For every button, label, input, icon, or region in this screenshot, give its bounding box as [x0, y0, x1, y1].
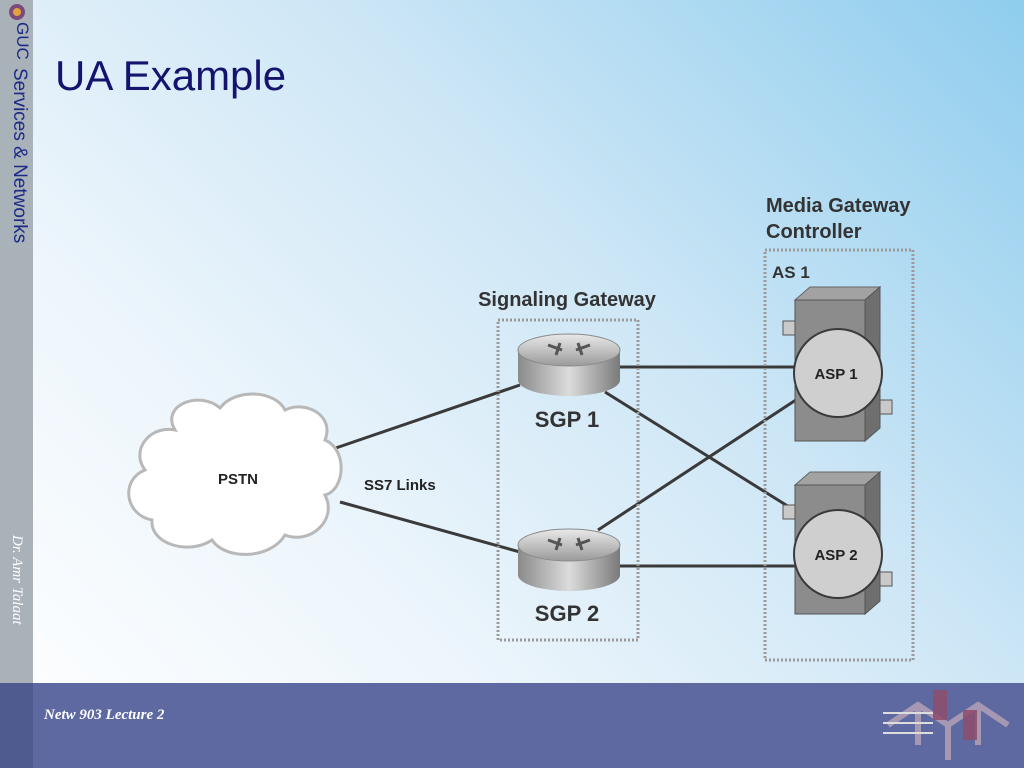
link-pstn-sgp1 — [329, 383, 521, 452]
as1-label: AS 1 — [772, 263, 810, 282]
asp2-server: ASP 2 — [782, 470, 893, 616]
sgp1-label: SGP 1 — [535, 407, 599, 432]
link-sgp2-asp1 — [597, 390, 809, 532]
footer-network-logo — [883, 690, 1010, 760]
guc-logo: GUC — [9, 4, 31, 60]
asp1-server: ASP 1 — [782, 285, 893, 443]
ss7-links-label: SS7 Links — [364, 477, 436, 494]
link-pstn-sgp2 — [339, 500, 521, 554]
slide-title: UA Example — [55, 52, 287, 99]
pstn-cloud: PSTN — [127, 392, 343, 556]
pstn-label: PSTN — [218, 471, 258, 488]
signaling-gateway-label: Signaling Gateway — [478, 289, 657, 311]
mgc-label-line2: Controller — [766, 221, 862, 243]
asp1-label: ASP 1 — [814, 366, 857, 383]
sidebar: GUC Services & Networks Dr. Amr Talaat — [0, 0, 33, 683]
asp2-label: ASP 2 — [814, 547, 857, 564]
ua-diagram: PSTN SS7 Links Signaling Gateway SGP 1 S… — [127, 195, 915, 662]
footer-sidebar-block — [0, 683, 33, 768]
footer-band: Netw 903 Lecture 2 — [0, 683, 1024, 768]
sgp2-label: SGP 2 — [535, 601, 599, 626]
mgc-label-line1: Media Gateway — [766, 195, 911, 217]
footer-lecture-text: Netw 903 Lecture 2 — [44, 707, 165, 723]
mgc-group: Media Gateway Controller AS 1 — [763, 195, 915, 662]
guc-logo-text: GUC — [13, 22, 31, 60]
connection-links — [329, 365, 811, 568]
sgp1-router: SGP 1 — [517, 333, 621, 432]
signaling-gateway-group: Signaling Gateway — [478, 289, 657, 642]
sgp2-router: SGP 2 — [517, 528, 621, 626]
